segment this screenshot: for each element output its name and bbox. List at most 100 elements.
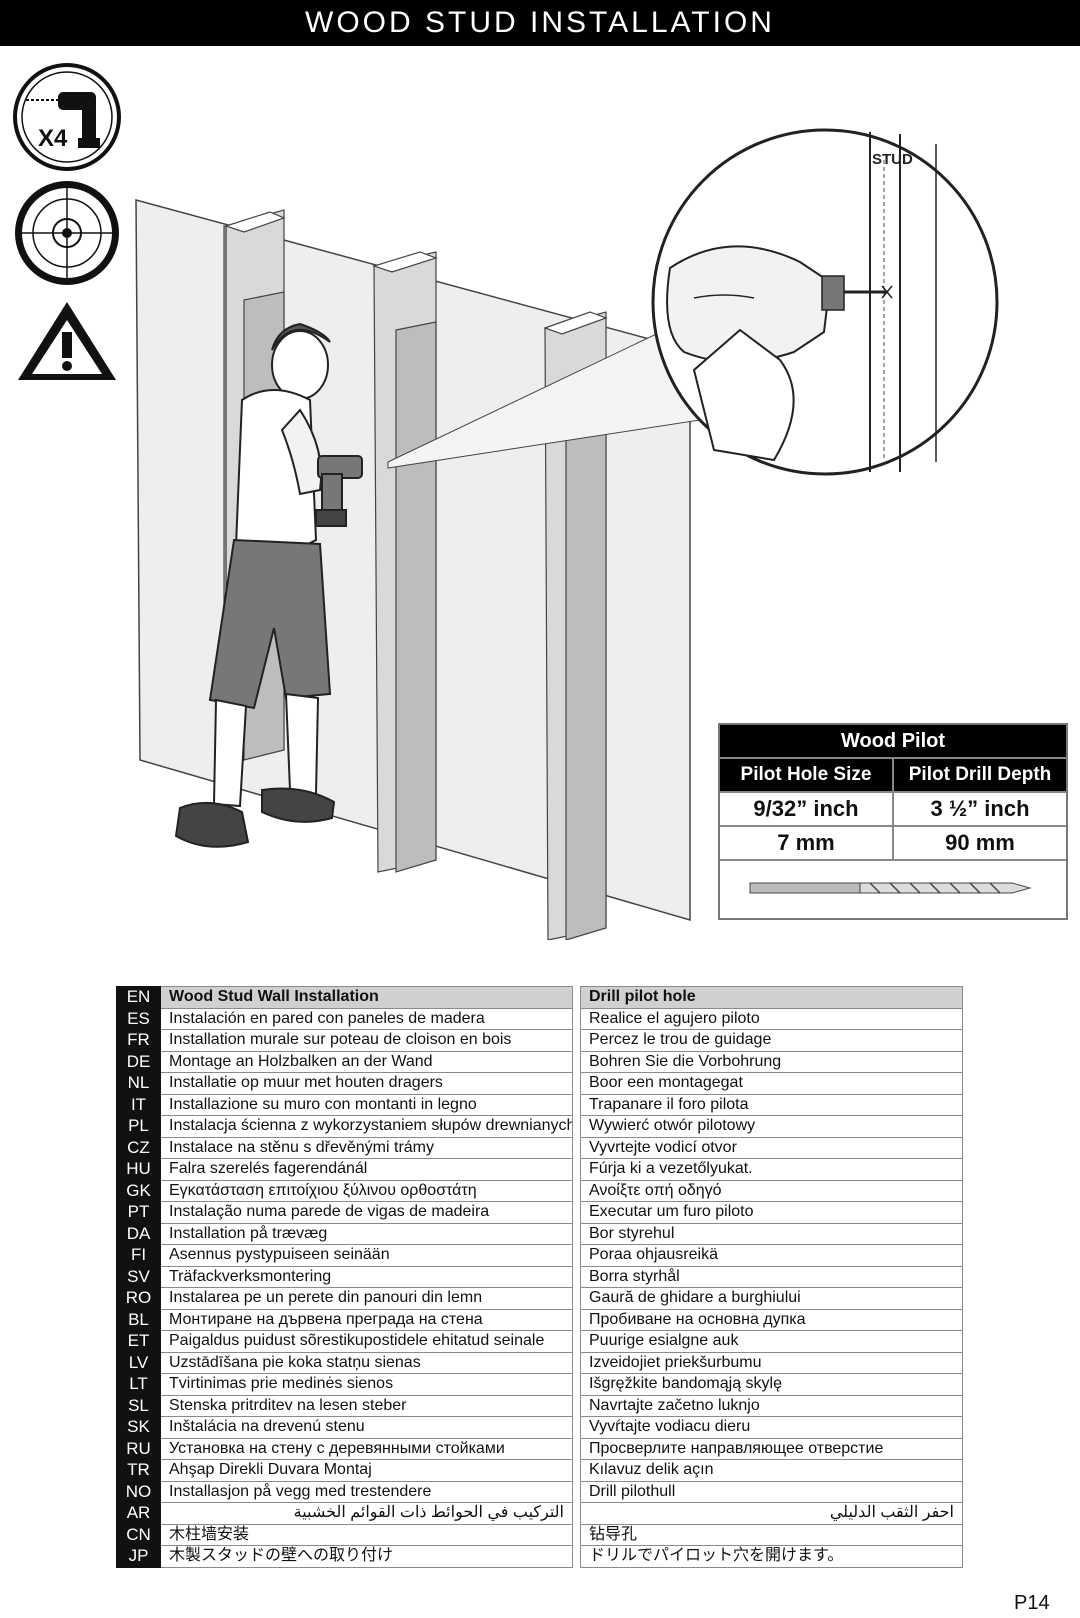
spec-row-metric: 7 mm 90 mm [720, 825, 1066, 859]
step-instruction: Пробиване на основна дупка [580, 1308, 963, 1331]
language-code: SK [116, 1416, 161, 1439]
step-instruction: Vyvrtejte vodicí otvor [580, 1136, 963, 1159]
step-instruction: احفر الثقب الدليلي [580, 1502, 963, 1525]
column-gap [573, 1417, 581, 1439]
installation-title: التركيب في الحوائط ذات القوائم الخشبية [160, 1502, 573, 1525]
drill-bit-icon [749, 882, 1032, 894]
language-code: ET [116, 1330, 161, 1353]
column-gap [573, 1288, 581, 1310]
pilot-hole-size-value: 7 mm [777, 830, 835, 855]
column-gap [573, 1137, 581, 1159]
drill-icon: X4 [13, 63, 121, 171]
warning-icon [18, 302, 116, 380]
language-code: GK [116, 1179, 161, 1202]
installation-title: Εγκατάσταση επιτοίχιου ξύλινου ορθοστάτη [160, 1179, 573, 1202]
installation-title: Instalace na stěnu s dřevěnými trámy [160, 1136, 573, 1159]
language-code: JP [116, 1545, 161, 1568]
step-instruction: Drill pilothull [580, 1480, 963, 1503]
pilot-drill-depth-value: 90 mm [892, 827, 1066, 859]
language-code: PT [116, 1201, 161, 1224]
column-gap [573, 1008, 581, 1030]
language-code: PL [116, 1115, 161, 1138]
language-code: HU [116, 1158, 161, 1181]
column-gap [573, 1180, 581, 1202]
step-instruction: Percez le trou de guidage [580, 1029, 963, 1052]
step-instruction: Просверлите направляющее отверстие [580, 1437, 963, 1460]
language-code: BL [116, 1308, 161, 1331]
page-title: WOOD STUD INSTALLATION [0, 0, 1080, 46]
installation-title: Montage an Holzbalken an der Wand [160, 1050, 573, 1073]
person-drilling [174, 322, 363, 848]
language-code: RU [116, 1437, 161, 1460]
wall-drilling-illustration: STUD [135, 128, 999, 940]
column-gap [573, 1352, 581, 1374]
column-gap [573, 1438, 581, 1460]
target-icon [15, 181, 119, 285]
step-instruction: Drill pilot hole [580, 986, 963, 1009]
step-instruction: Borra styrhål [580, 1265, 963, 1288]
column-gap [573, 1094, 581, 1116]
language-code: NL [116, 1072, 161, 1095]
column-gap [573, 1374, 581, 1396]
pilot-hole-size-header: Pilot Hole Size [720, 759, 892, 791]
language-code: SL [116, 1394, 161, 1417]
column-gap [573, 1481, 581, 1503]
installation-title: Instalação numa parede de vigas de madei… [160, 1201, 573, 1224]
column-gap [573, 1503, 581, 1525]
installation-title: Asennus pystypuiseen seinään [160, 1244, 573, 1267]
step-instruction: Izveidojiet priekšurbumu [580, 1351, 963, 1374]
step-instruction: Kılavuz delik açın [580, 1459, 963, 1482]
language-code: IT [116, 1093, 161, 1116]
installation-title: Installation på trævæg [160, 1222, 573, 1245]
language-code: TR [116, 1459, 161, 1482]
installation-title: Installation murale sur poteau de cloiso… [160, 1029, 573, 1052]
column-gap [573, 1395, 581, 1417]
wood-pilot-spec-table: Wood Pilot Pilot Hole Size Pilot Drill D… [718, 723, 1068, 920]
column-gap [573, 1030, 581, 1052]
step-instruction: Gaură de ghidare a burghiului [580, 1287, 963, 1310]
column-gap [573, 1159, 581, 1181]
step-instruction: Bohren Sie die Vorbohrung [580, 1050, 963, 1073]
language-code: LT [116, 1373, 161, 1396]
column-gap [573, 1116, 581, 1138]
installation-title: Instalación en pared con paneles de made… [160, 1007, 573, 1030]
spec-row-inch: 9/32” inch 3 ½” inch [720, 791, 1066, 825]
stud-label: STUD [872, 151, 913, 168]
step-instruction: Navrtajte začetno luknjo [580, 1394, 963, 1417]
language-code: CZ [116, 1136, 161, 1159]
installation-title: Uzstādīšana pie koka statņu sienas [160, 1351, 573, 1374]
language-code: DE [116, 1050, 161, 1073]
installation-title: Paigaldus puidust sõrestikupostidele ehi… [160, 1330, 573, 1353]
installation-title: Installasjon på vegg med trestendere [160, 1480, 573, 1503]
column-gap [573, 1460, 581, 1482]
step-instruction: Poraa ohjausreikä [580, 1244, 963, 1267]
step-instruction: Boor een montagegat [580, 1072, 963, 1095]
installation-title: Tvirtinimas prie medinės sienos [160, 1373, 573, 1396]
installation-title: Ahşap Direkli Duvara Montaj [160, 1459, 573, 1482]
installation-title: Installazione su muro con montanti in le… [160, 1093, 573, 1116]
step-instruction: Trapanare il foro pilota [580, 1093, 963, 1116]
step-instruction: Puurige esialgne auk [580, 1330, 963, 1353]
language-code: RO [116, 1287, 161, 1310]
drill-count-label: X4 [38, 125, 68, 152]
step-instruction: Bor styrehul [580, 1222, 963, 1245]
language-code: EN [116, 986, 161, 1009]
installation-title: Stenska pritrditev na lesen steber [160, 1394, 573, 1417]
column-gap [573, 1309, 581, 1331]
installation-title: Wood Stud Wall Installation [160, 986, 573, 1009]
